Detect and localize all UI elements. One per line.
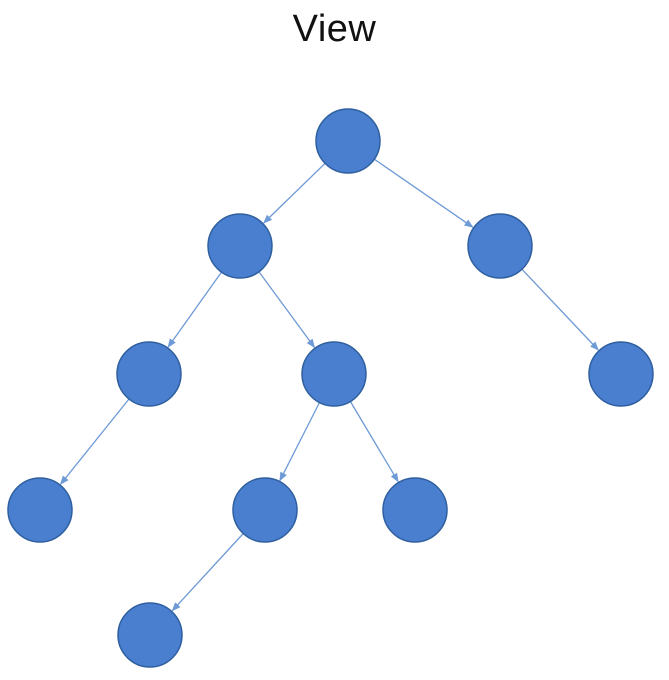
edge-left-right-to-left-right-left bbox=[279, 402, 321, 482]
nodes-layer bbox=[7, 108, 654, 668]
edge-left-left-to-left-left-left bbox=[60, 398, 130, 485]
node-left-right bbox=[301, 341, 367, 407]
edge-left-right-to-left-right-right bbox=[349, 401, 399, 483]
edge-root-to-left bbox=[263, 162, 326, 224]
node-right bbox=[467, 213, 533, 279]
node-left-left bbox=[116, 341, 182, 407]
node-left-right-left bbox=[232, 477, 298, 543]
diagram-title: View bbox=[292, 8, 377, 50]
edges-layer bbox=[60, 158, 599, 612]
node-left-left-left bbox=[7, 477, 73, 543]
edge-left-to-left-right bbox=[258, 271, 316, 349]
node-right-right bbox=[588, 341, 654, 407]
edge-right-to-right-right bbox=[521, 268, 599, 351]
edge-left-right-left-to-left-right-left-left bbox=[171, 533, 244, 612]
node-left-right-left-left bbox=[117, 602, 183, 668]
edge-root-to-right bbox=[373, 158, 474, 228]
edge-left-to-left-left bbox=[167, 271, 223, 348]
node-root bbox=[315, 108, 381, 174]
node-left-right-right bbox=[382, 477, 448, 543]
node-left bbox=[207, 213, 273, 279]
